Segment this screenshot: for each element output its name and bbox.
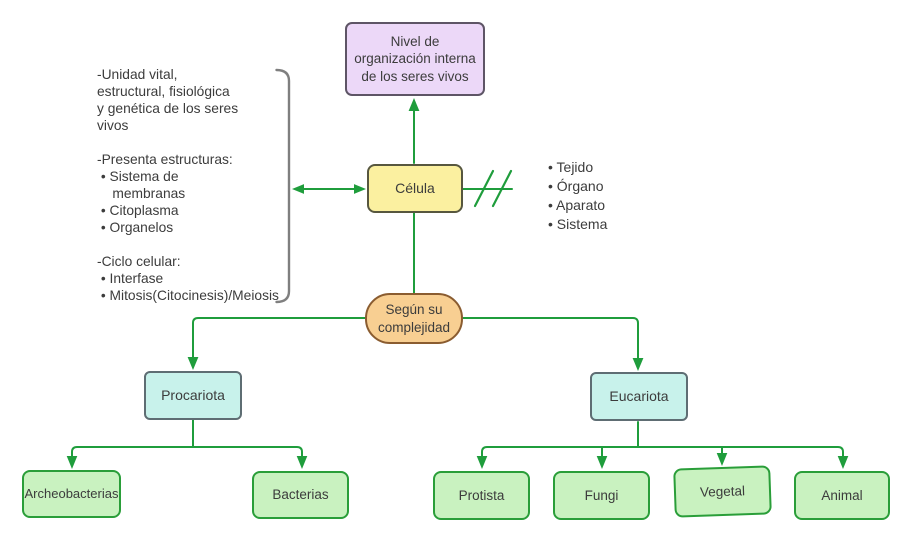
tree-eucariota-children bbox=[476, 421, 849, 469]
arrowhead-icon bbox=[408, 98, 420, 111]
connector-line bbox=[71, 446, 303, 459]
arrowhead-icon bbox=[596, 456, 608, 469]
node-fungi: Fungi bbox=[553, 471, 650, 520]
arrow-complexity-to-procariota bbox=[187, 317, 366, 370]
connector-celula-to-levels bbox=[462, 169, 513, 208]
cell-notes-text: -Unidad vital, estructural, fisiológica … bbox=[97, 67, 279, 303]
notes-bracket bbox=[275, 68, 291, 304]
arrowhead-icon bbox=[296, 456, 308, 469]
node-archeobacterias: Archeobacterias bbox=[22, 470, 121, 518]
arrowhead-icon bbox=[837, 456, 849, 469]
list-item: • Aparato bbox=[548, 197, 606, 213]
arrow-complexity-to-eucariota bbox=[462, 317, 644, 371]
arrowhead-icon bbox=[354, 184, 366, 194]
organization-levels-list: • Tejido • Órgano • Aparato • Sistema bbox=[548, 158, 607, 234]
arrowhead-icon bbox=[187, 357, 199, 370]
node-vegetal: Vegetal bbox=[673, 465, 772, 518]
node-animal: Animal bbox=[794, 471, 890, 520]
node-segun-su-complejidad: Según su complejidad bbox=[365, 293, 463, 344]
list-item: • Tejido bbox=[548, 159, 594, 175]
double-slash-marker-icon bbox=[473, 169, 513, 208]
node-celula: Célula bbox=[367, 164, 463, 213]
arrowhead-icon bbox=[476, 456, 488, 469]
arrowhead-icon bbox=[632, 358, 644, 371]
arrow-celula-to-notes bbox=[292, 184, 366, 194]
node-organization-level: Nivel de organización interna de los ser… bbox=[345, 22, 485, 96]
node-eucariota: Eucariota bbox=[590, 372, 688, 421]
arrowhead-icon bbox=[292, 184, 304, 194]
list-item: • Órgano bbox=[548, 178, 604, 194]
arrow-celula-to-title bbox=[408, 98, 420, 164]
list-item: • Sistema bbox=[548, 216, 608, 232]
tree-procariota-children bbox=[66, 419, 308, 469]
node-bacterias: Bacterias bbox=[252, 471, 349, 519]
arrowhead-icon bbox=[66, 456, 78, 469]
node-procariota: Procariota bbox=[144, 371, 242, 420]
connector-line bbox=[192, 317, 366, 359]
arrowhead-icon bbox=[716, 453, 728, 466]
connector-line bbox=[481, 446, 844, 459]
connector-line bbox=[462, 317, 639, 360]
node-protista: Protista bbox=[433, 471, 530, 520]
